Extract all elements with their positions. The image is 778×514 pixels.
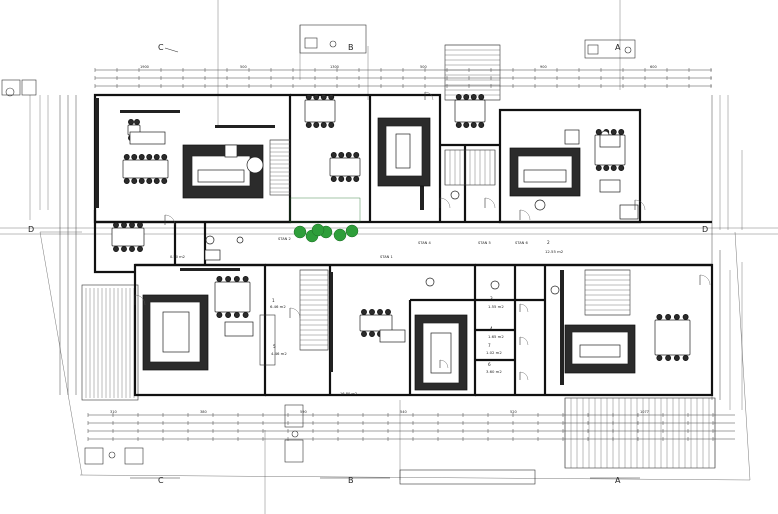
room-4-area: 1.65 m2 xyxy=(488,334,504,339)
dim-top-0: 1900 xyxy=(140,65,149,69)
dim-top-5: 600 xyxy=(650,65,657,69)
dim-bot-4: 520 xyxy=(510,410,517,414)
stair-tag-1: STAN 1 xyxy=(380,255,393,259)
furniture-dining xyxy=(111,94,691,361)
dimension-left xyxy=(59,95,77,395)
section-d-left: D xyxy=(28,225,34,234)
furniture-lounges xyxy=(142,117,636,391)
room-5-num: 5 xyxy=(273,344,276,349)
dim-top-1: 500 xyxy=(240,65,247,69)
section-c-bottom: C xyxy=(158,476,164,485)
room-2-num: 2 xyxy=(547,240,550,245)
room-6-num: 6 xyxy=(488,362,491,367)
dim-bot-3: 540 xyxy=(400,410,407,414)
stair-tag-5: STAN 5 xyxy=(478,241,491,245)
room-5-area: 4.46 m2 xyxy=(271,351,287,356)
stair-tag-2: STAN 2 xyxy=(278,237,291,241)
dimension-right xyxy=(711,95,721,400)
dim-top-3: 500 xyxy=(420,65,427,69)
room-7-area: 1.02 m2 xyxy=(486,350,502,355)
section-b-top: B xyxy=(348,43,354,52)
dim-bot-2: 590 xyxy=(300,410,307,414)
dim-top-4: 900 xyxy=(540,65,547,69)
section-d-right: D xyxy=(702,225,708,234)
stairs xyxy=(259,139,631,366)
room-1-num: 1 xyxy=(272,298,275,303)
dim-bot-5: 1077 xyxy=(640,410,649,414)
area-big: 16.80 m2 xyxy=(340,392,357,396)
fixtures xyxy=(129,129,639,343)
section-a-bottom: A xyxy=(615,476,621,485)
dimension-top: 1900 500 1300 500 900 600 xyxy=(94,65,712,88)
room-3-area: 1.55 m2 xyxy=(488,304,504,309)
left-terrace xyxy=(81,284,139,401)
dim-bot-0: 310 xyxy=(110,410,117,414)
room-2-area: 12.55 m2 xyxy=(545,249,564,254)
top-structures xyxy=(1,24,636,101)
doors xyxy=(134,91,711,381)
section-a-top: A xyxy=(615,43,621,52)
section-markers: C B A D D C B A xyxy=(28,43,708,485)
dimension-bottom: 310 380 590 540 520 1077 xyxy=(87,410,735,441)
stair-tag-4: STAN 4 xyxy=(418,241,431,245)
room-6-area: 3.60 m2 xyxy=(486,369,502,374)
room-1-area: 6.46 m2 xyxy=(270,304,286,309)
area-small: 0.50 m2 xyxy=(170,255,185,259)
dim-top-2: 1300 xyxy=(330,65,339,69)
dim-bot-1: 380 xyxy=(200,410,207,414)
room-4-num: 4 xyxy=(490,326,493,331)
planting xyxy=(289,197,361,243)
room-tags: 1 6.46 m2 2 12.55 m2 3 1.55 m2 4 1.65 m2… xyxy=(170,237,564,396)
section-c-top: C xyxy=(158,43,164,52)
section-b-bottom: B xyxy=(348,476,354,485)
stair-tag-6: STAN 6 xyxy=(515,241,528,245)
room-3-num: 3 xyxy=(490,296,493,301)
bottom-structures xyxy=(84,397,716,485)
room-7-num: 7 xyxy=(488,343,491,348)
